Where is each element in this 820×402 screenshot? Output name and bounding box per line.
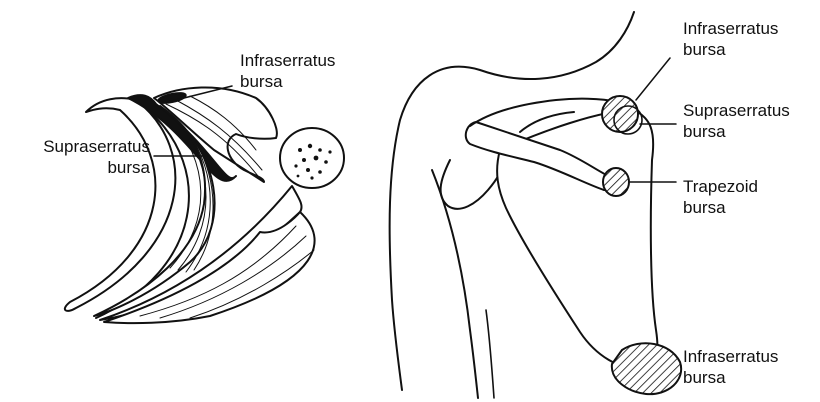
label-line-2: bursa [683,367,778,388]
infraserratus-bursa-top [602,96,638,132]
label-line-2: bursa [683,39,778,60]
label-line-2: bursa [683,121,790,142]
label-supraserratus-right: Supraserratus bursa [683,100,790,142]
label-line-1: Infraserratus [683,18,778,39]
label-supraserratus-left: Supraserratus bursa [10,136,150,178]
label-infraserratus-bottom: Infraserratus bursa [683,346,778,388]
posterior-shoulder-figure [390,12,682,398]
leader-infraserratus-top [636,58,670,100]
label-line-1: Infraserratus [240,50,335,71]
label-infraserratus-top: Infraserratus bursa [683,18,778,60]
infraserratus-bursa-bottom [612,343,681,394]
label-line-1: Trapezoid [683,176,758,197]
label-infraserratus-left: Infraserratus bursa [240,50,335,92]
label-line-1: Infraserratus [683,346,778,367]
label-line-2: bursa [10,157,150,178]
cross-section-figure [65,86,344,323]
label-line-2: bursa [683,197,758,218]
trapezoid-bursa [603,168,629,196]
humerus-outline [441,156,503,209]
label-line-1: Supraserratus [10,136,150,157]
label-line-1: Supraserratus [683,100,790,121]
label-line-2: bursa [240,71,335,92]
label-trapezoid: Trapezoid bursa [683,176,758,218]
